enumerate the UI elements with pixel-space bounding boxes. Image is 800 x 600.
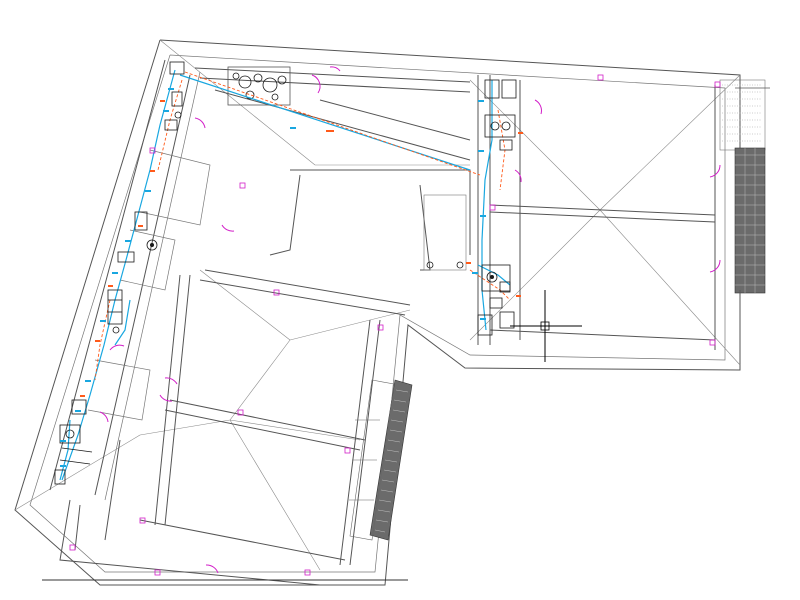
door-swing-arc-13 — [329, 66, 341, 72]
fixture-cluster-left-lower — [54, 399, 93, 485]
door-swing-arc-9 — [99, 411, 109, 423]
door-swing-arc-1 — [311, 74, 321, 94]
door-swing-arc-10 — [164, 377, 178, 385]
pipe-annotations — [60, 88, 523, 467]
crosshair-cursor-icon — [510, 290, 582, 362]
water-supply-pipes — [59, 69, 511, 481]
terrain-hatch-lower — [349, 379, 413, 541]
door-swing-arc-11 — [159, 394, 173, 402]
interior-walls — [49, 59, 716, 586]
door-swing-arc-2 — [194, 117, 206, 129]
door-swing-arc-8 — [109, 344, 125, 351]
garden-planter — [227, 66, 291, 106]
drain-pipes — [94, 71, 511, 381]
terrain-hatch-right — [719, 79, 766, 294]
door-swing-arc-5 — [514, 169, 522, 183]
column-markers — [69, 74, 721, 576]
fixture-cluster-left-mid — [107, 211, 158, 334]
door-swing-arc-6 — [709, 164, 721, 178]
fixture-cluster-top-left — [164, 61, 185, 131]
fixture-box-right — [423, 194, 467, 271]
fixture-cluster-right-top — [484, 79, 517, 151]
door-swings — [99, 66, 721, 574]
door-swing-arc-4 — [534, 99, 542, 115]
door-swing-arc-3 — [221, 224, 235, 232]
door-swing-arc-7 — [709, 259, 721, 273]
fixture-cluster-right-mid — [477, 264, 515, 336]
door-swing-arc-12 — [205, 564, 219, 574]
